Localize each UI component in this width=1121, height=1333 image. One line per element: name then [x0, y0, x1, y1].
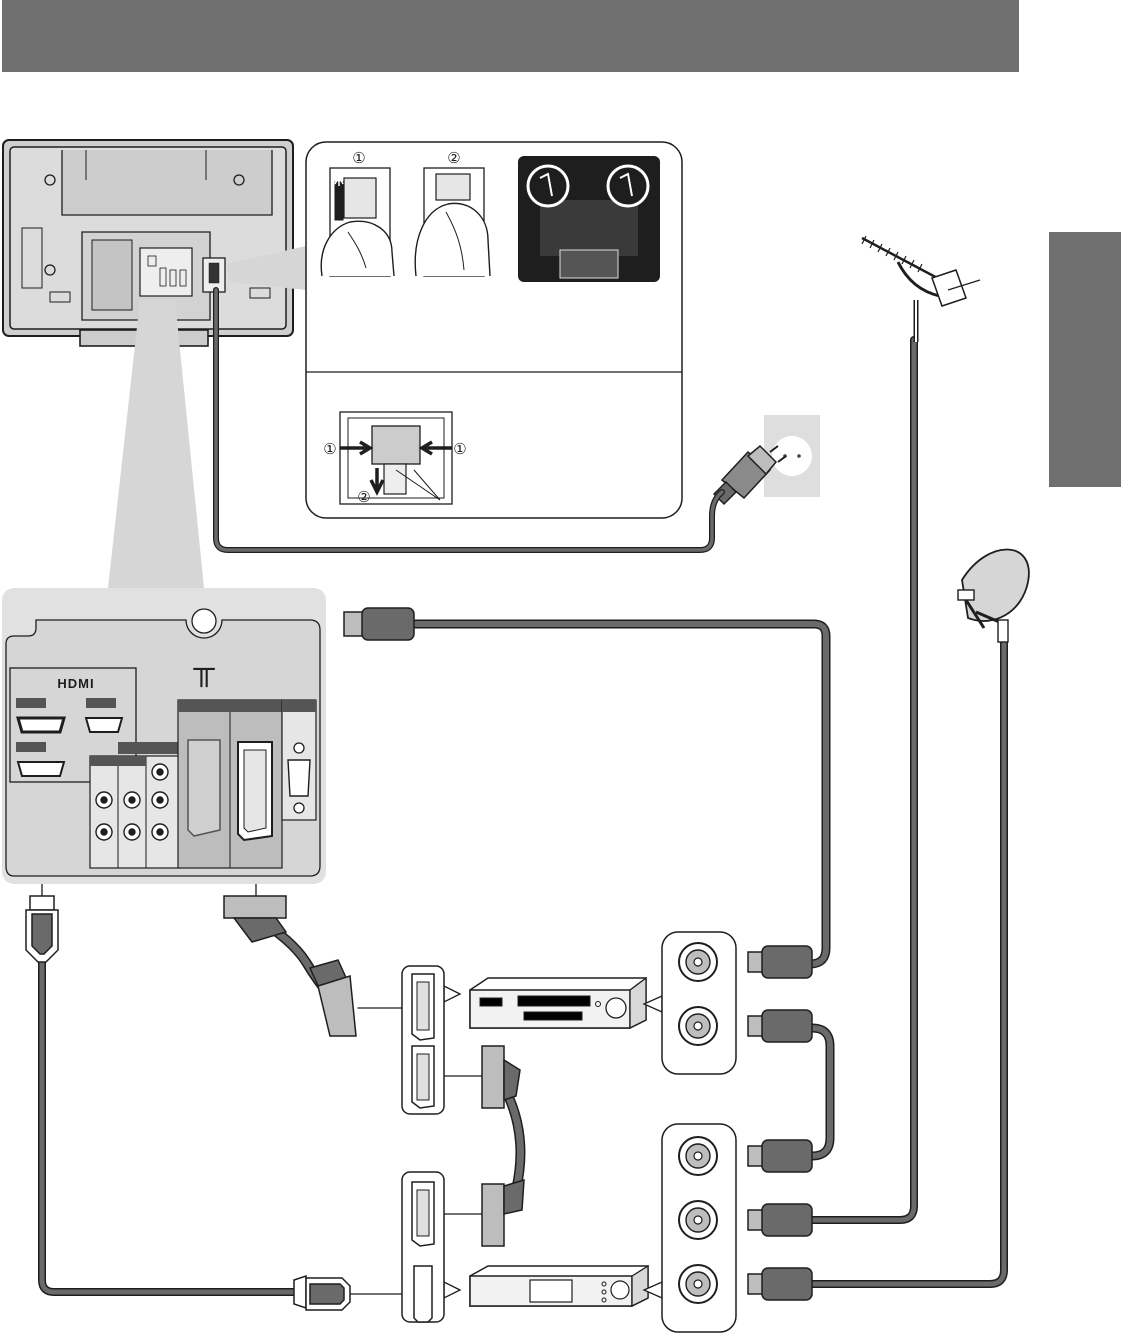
clip-locked-view [518, 156, 660, 282]
vcr-rf-panel [644, 932, 736, 1074]
step-2-number: ② [447, 150, 460, 167]
release-right-number: ① [453, 441, 466, 458]
mains-lead-inset: ① ② ① ① ② [226, 142, 682, 518]
antenna-icon [862, 236, 980, 342]
step-1-number: ① [352, 150, 365, 167]
scart-plug-tv [224, 896, 286, 942]
scart-plug-stb [482, 1180, 524, 1246]
aerial-terminal-symbol: ╥ [192, 652, 215, 688]
satellite-dish-icon [958, 549, 1029, 642]
plug-attach-step-2 [415, 168, 490, 276]
hdmi-plug-tv [26, 896, 58, 962]
plug-attach-step-1 [321, 168, 394, 276]
hdmi-plug-stb [294, 1276, 350, 1310]
set-top-box-icon [470, 1266, 648, 1306]
pull-out-number: ② [357, 489, 370, 506]
vcr-rear-scart-panel [402, 966, 460, 1114]
stb-rear-panel [402, 1172, 460, 1322]
stb-rf-panel [644, 1124, 736, 1332]
mains-socket-icon [764, 415, 820, 497]
scart-plug-vcr [310, 960, 356, 1036]
hdmi-logo: HDMI [57, 676, 94, 691]
rf-plugs [748, 946, 812, 1300]
rf-plug-tv [344, 608, 414, 640]
vcr-icon [470, 978, 646, 1028]
release-left-number: ① [323, 441, 336, 458]
tv-connector-panel: ╥ HDMI [2, 588, 326, 884]
